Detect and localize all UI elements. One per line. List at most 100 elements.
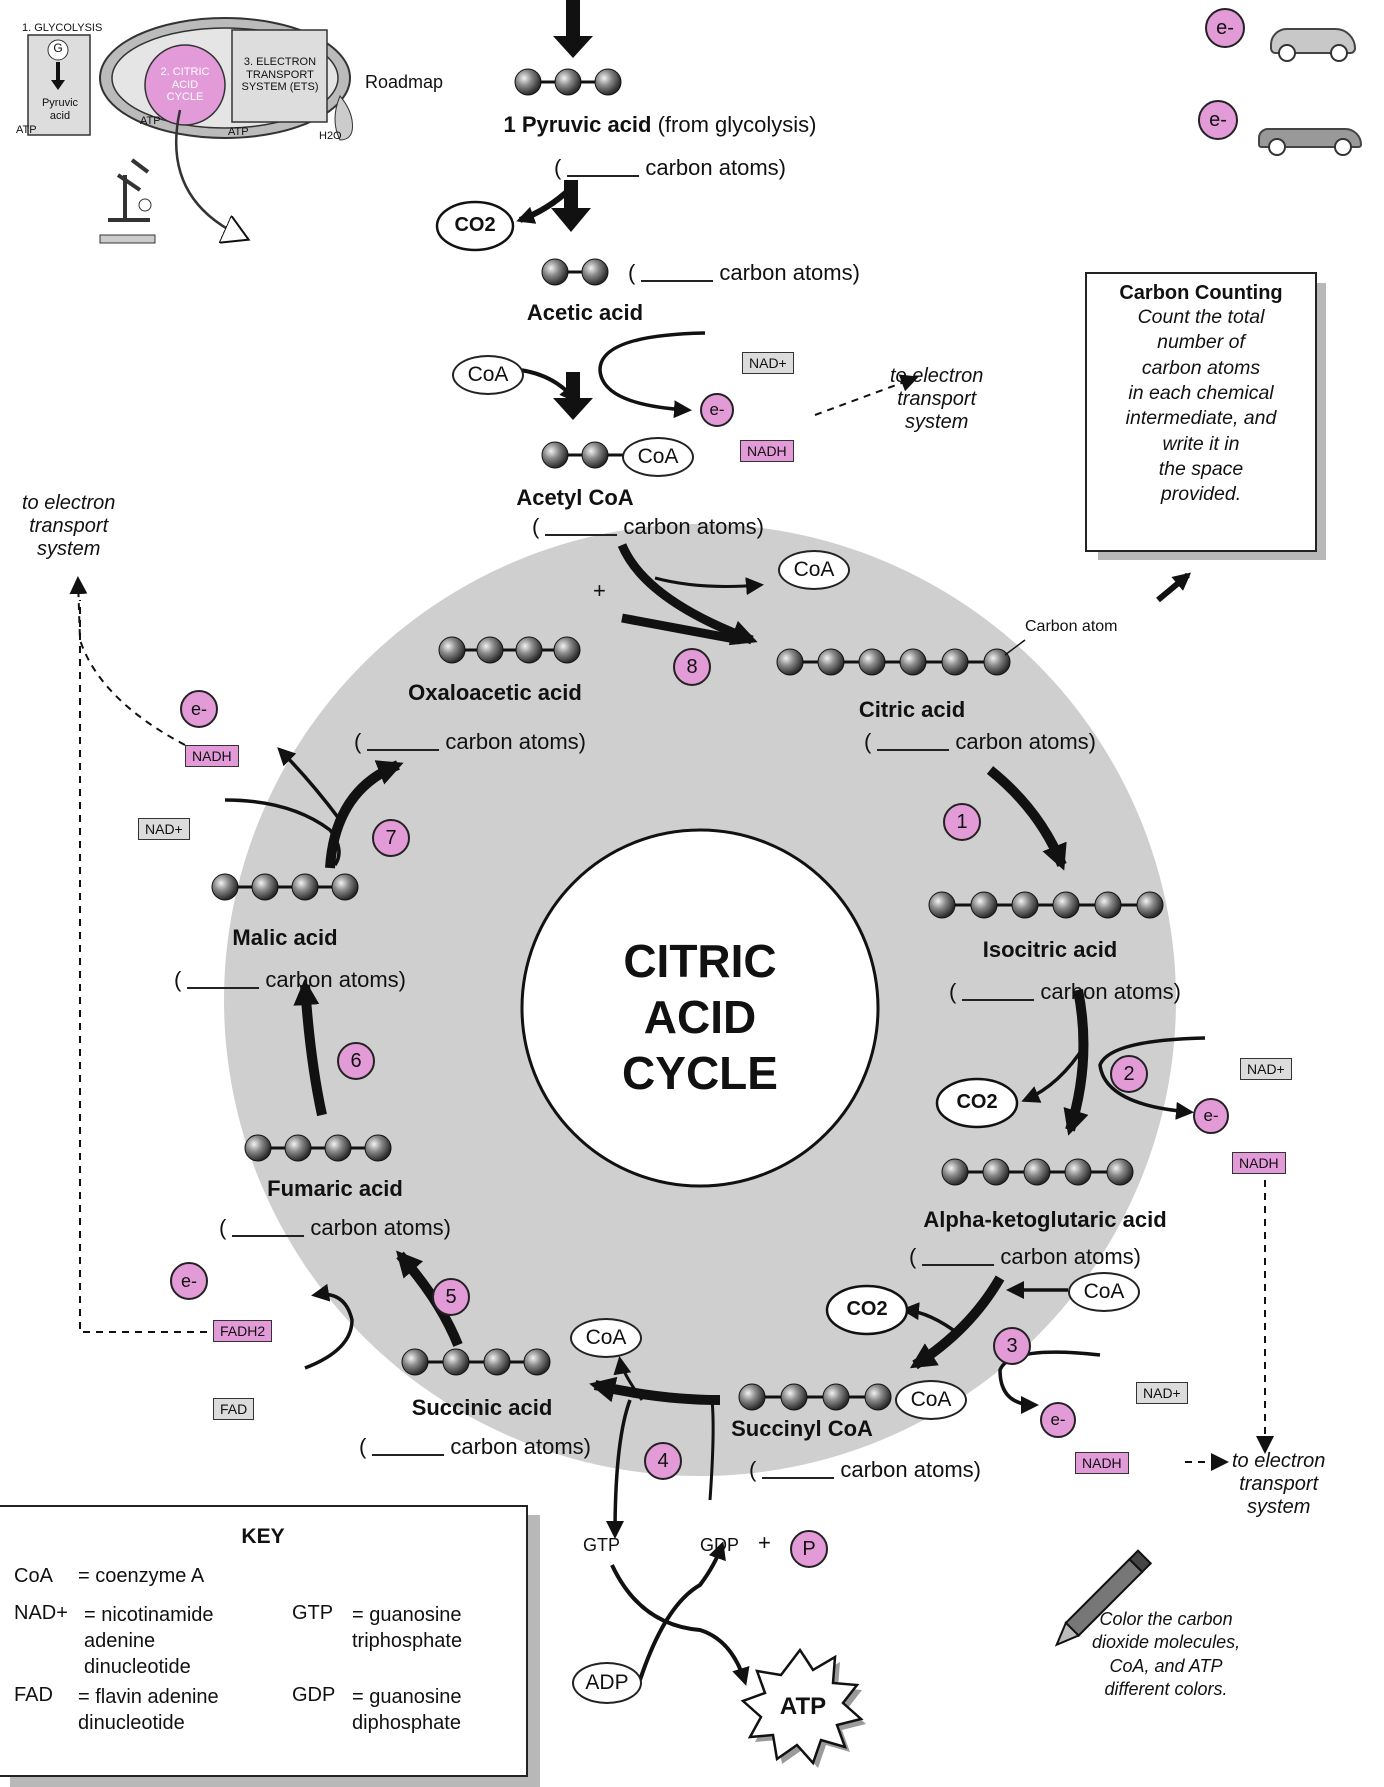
step-1-badge: 1	[943, 803, 981, 841]
isocitric-blank: (carbon atoms)	[949, 977, 1181, 1004]
atp-starburst	[740, 1647, 866, 1768]
nad-tag-step3: NAD+	[1136, 1382, 1188, 1404]
pyruvic-carbons	[514, 68, 622, 96]
blank-open: (	[909, 1244, 917, 1269]
blank-open: (	[219, 1215, 227, 1240]
ets-line-2: transport	[897, 388, 977, 410]
step-5-badge: 5	[432, 1278, 470, 1316]
electron-badge-legend-2: e-	[1198, 100, 1238, 140]
fumaric-carbons	[244, 1134, 392, 1162]
gtp-label: GTP	[583, 1535, 621, 1555]
nadh-tag-step7: NADH	[185, 745, 239, 767]
answer-blank[interactable]	[962, 977, 1035, 1001]
ets-line-1: to electron	[22, 492, 116, 514]
co2-label-2: CO2	[956, 1091, 998, 1113]
carbon-counting-body: Count the total number of carbon atoms i…	[1087, 305, 1315, 508]
fad-tag: FAD	[213, 1398, 255, 1420]
key-abbr-nad: NAD+	[14, 1602, 68, 1624]
pyruvic-blank: (carbon atoms)	[554, 153, 786, 180]
key-def-gdp: = guanosine diphosphate	[352, 1686, 462, 1734]
ets-line-2: transport	[29, 515, 109, 537]
roadmap-atp-1: ATP	[16, 124, 37, 136]
answer-blank[interactable]	[877, 727, 950, 751]
blank-suffix: carbon atoms)	[645, 155, 786, 180]
blank-suffix: carbon atoms)	[623, 514, 764, 539]
car-icon	[1260, 14, 1370, 62]
nadh-tag-step3: NADH	[1075, 1452, 1129, 1474]
co2-label-3: CO2	[846, 1298, 888, 1320]
isocitric-label: Isocitric acid	[982, 937, 1118, 962]
top-arrow	[566, 0, 580, 38]
answer-blank[interactable]	[545, 512, 618, 536]
electron-badge-step3: e-	[1040, 1402, 1076, 1438]
key-abbr-fad: FAD	[14, 1684, 53, 1706]
counting-line: number of	[1157, 331, 1245, 354]
fumaric-label: Fumaric acid	[267, 1176, 403, 1201]
answer-blank[interactable]	[232, 1213, 305, 1237]
center-line-2: ACID	[643, 991, 757, 1044]
roadmap-step1: 1. GLYCOLYSIS	[22, 22, 103, 34]
answer-blank[interactable]	[762, 1455, 835, 1479]
blank-open: (	[354, 729, 362, 754]
ets-line-2: transport	[1239, 1473, 1319, 1495]
answer-blank[interactable]	[641, 258, 714, 282]
blank-open: (	[749, 1457, 757, 1482]
acetic-blank: (carbon atoms)	[628, 258, 860, 285]
answer-blank[interactable]	[187, 965, 260, 989]
ets-line-1: to electron	[1232, 1450, 1326, 1472]
counting-line: write it in	[1162, 432, 1240, 455]
blank-suffix: carbon atoms)	[1000, 1244, 1141, 1269]
blank-open: (	[628, 260, 636, 285]
nadh-tag-step2: NADH	[1232, 1152, 1286, 1174]
to-ets-left: to electron transport system	[22, 492, 115, 561]
to-ets-top: to electron transport system	[890, 365, 983, 434]
convertible-icon	[1252, 110, 1370, 156]
key-def-fad: = flavin adenine dinucleotide	[78, 1686, 219, 1734]
electron-badge-legend-1: e-	[1205, 8, 1245, 48]
counting-line: intermediate, and	[1125, 407, 1277, 430]
roadmap-g: G	[53, 41, 63, 55]
answer-blank[interactable]	[567, 153, 640, 177]
roadmap-h2o: H2O	[319, 130, 342, 142]
nad-tag-top: NAD+	[742, 352, 794, 374]
answer-blank[interactable]	[367, 727, 440, 751]
answer-blank[interactable]	[922, 1242, 995, 1266]
carbon-atom-label: Carbon atom	[1025, 618, 1118, 635]
key-def-coa: = coenzyme A	[78, 1565, 205, 1587]
blank-suffix: carbon atoms)	[310, 1215, 451, 1240]
succinyl-label: Succinyl CoA	[731, 1416, 873, 1441]
color-note-line: different colors.	[1104, 1679, 1228, 1700]
key-title: KEY	[241, 1525, 285, 1548]
carbon-counting-title: Carbon Counting	[1119, 282, 1283, 304]
oxaloacetic-label: Oxaloacetic acid	[408, 680, 582, 705]
step-4-badge: 4	[644, 1442, 682, 1480]
ets-line-3: system	[37, 538, 101, 560]
blank-open: (	[359, 1434, 367, 1459]
step-8-badge: 8	[673, 648, 711, 686]
blank-suffix: carbon atoms)	[445, 729, 586, 754]
step-6-badge: 6	[337, 1042, 375, 1080]
step-2-badge: 2	[1110, 1055, 1148, 1093]
roadmap-step2: 2. CITRIC ACID CYCLE	[160, 66, 210, 104]
malic-blank: (carbon atoms)	[174, 965, 406, 992]
malic-label: Malic acid	[232, 925, 338, 950]
nad-tag-step2: NAD+	[1240, 1058, 1292, 1080]
acetic-label: Acetic acid	[526, 300, 644, 325]
acetyl-label: Acetyl CoA	[516, 485, 634, 510]
cycle-center-disc	[520, 828, 880, 1188]
blank-suffix: carbon atoms)	[955, 729, 1096, 754]
counting-line: in each chemical	[1128, 382, 1274, 405]
answer-blank[interactable]	[372, 1432, 445, 1456]
adp-oval: ADP	[572, 1662, 642, 1704]
roadmap-label: Roadmap	[365, 72, 444, 92]
gdp-plus: +	[758, 1530, 771, 1555]
coa-oval-input: CoA	[452, 355, 524, 395]
center-title: CITRIC ACID CYCLE	[622, 933, 778, 1101]
succinic-blank: (carbon atoms)	[359, 1432, 591, 1459]
phosphate-badge: P	[790, 1530, 828, 1568]
electron-badge-step5: e-	[170, 1262, 208, 1300]
co2-label-top: CO2	[454, 214, 496, 236]
roadmap-atp-3: ATP	[228, 126, 249, 138]
key-abbr-coa: CoA	[14, 1565, 53, 1587]
malic-carbons	[211, 873, 359, 901]
